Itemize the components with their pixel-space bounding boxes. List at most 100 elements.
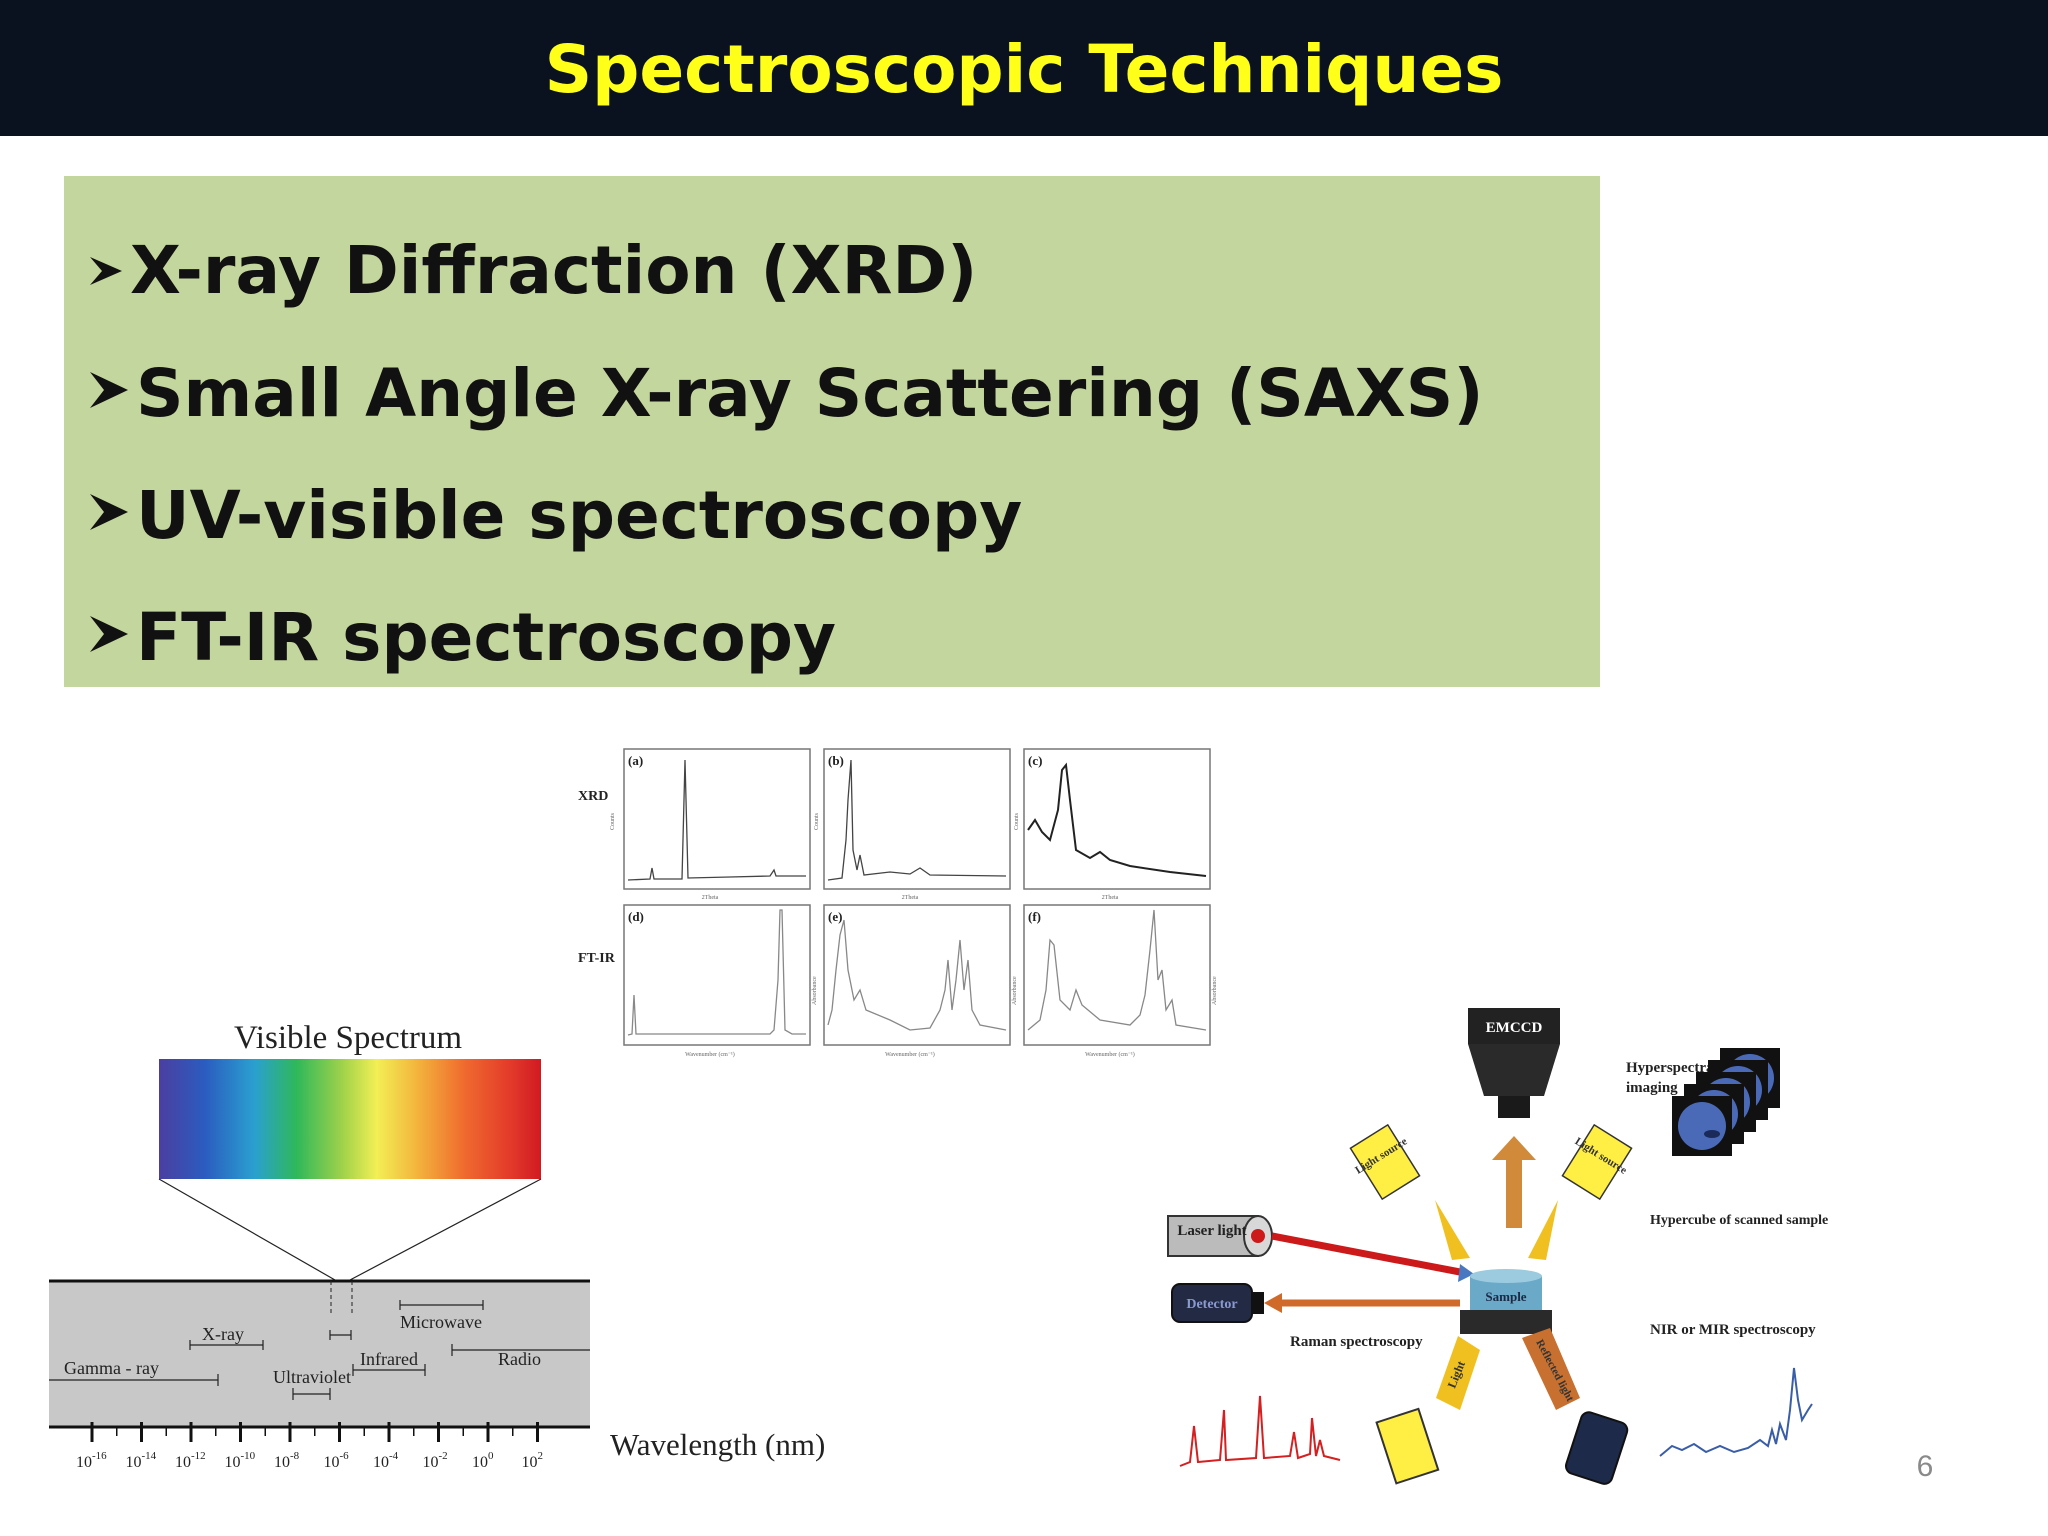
laser-icon: Laser light [1167, 1215, 1273, 1257]
light-cone-right [1528, 1200, 1558, 1260]
tick-label: 10-10 [225, 1450, 256, 1471]
slide-title: Spectroscopic Techniques [544, 31, 1504, 108]
tick-label: 10-2 [423, 1450, 448, 1471]
tick-label: 10-8 [274, 1450, 300, 1471]
nir-mir-label: NIR or MIR spectroscopy [1650, 1322, 1816, 1338]
bullet-label: Small Angle X-ray Scattering (SAXS) [136, 355, 1484, 432]
tick-label: 10-4 [373, 1450, 399, 1471]
panel-b-frame [823, 748, 1011, 890]
raman-spectrum-trace [1179, 1395, 1341, 1467]
range-bar-ultraviolet [292, 1388, 331, 1400]
xrd-y-label: Counts [1014, 812, 1020, 830]
nir-spectrum-trace [1659, 1367, 1813, 1457]
bullet-label: UV-visible spectroscopy [136, 477, 1023, 554]
xrd-trace-c [1027, 762, 1207, 877]
ftir-y-label: Absorbance [1212, 976, 1218, 1005]
raman-label: Raman spectroscopy [1290, 1334, 1423, 1350]
xrd-trace-a [627, 759, 806, 881]
xrd-y-label: Counts [610, 812, 616, 830]
bullet-box [64, 176, 1600, 687]
zoom-line-right [349, 1178, 542, 1281]
xrd-x-label: 2Theta [702, 895, 719, 901]
xrd-x-label: 2Theta [1102, 895, 1119, 901]
range-bar-visible [329, 1330, 352, 1340]
bullet-item-uvvis: UV-visible spectroscopy [88, 477, 1022, 554]
ftir-trace-e [827, 919, 1007, 1031]
xrd-y-label: Counts [814, 812, 820, 830]
ftir-x-label: Wavenumber (cm⁻¹) [685, 1051, 735, 1058]
light-cone-left [1435, 1200, 1470, 1260]
xrd-x-label: 2Theta [902, 895, 919, 901]
arrow-bullet-icon [88, 232, 124, 309]
reflected-light-beam [1522, 1328, 1580, 1410]
scattered-arrowhead [1264, 1293, 1282, 1313]
laser-beam [1271, 1232, 1461, 1276]
ftir-trace-d [627, 909, 806, 1036]
tick-label: 10-6 [324, 1450, 350, 1471]
row-label-ftir: FT-IR [578, 951, 616, 966]
bullet-item-ftir: FT-IR spectroscopy [88, 599, 836, 676]
detector-icon: Detector [1171, 1283, 1264, 1323]
tick-label: 102 [522, 1450, 544, 1471]
bullet-label: X-ray Diffraction (XRD) [130, 232, 978, 309]
electromagnetic-spectrum-figure: Visible Spectrum Gamma - ray X-ray Ultra… [49, 1020, 825, 1471]
bullet-item-saxs: Small Angle X-ray Scattering (SAXS) [88, 355, 1484, 432]
visible-spectrum-gradient [159, 1059, 541, 1179]
laser-label: Laser light [1177, 1223, 1246, 1239]
xrd-trace-b [827, 759, 1007, 881]
tick-label: 10-12 [175, 1450, 206, 1471]
panel-label-f: (f) [1028, 909, 1041, 924]
panel-label-e: (e) [828, 909, 842, 924]
ftir-y-label: Absorbance [1012, 976, 1018, 1005]
upward-arrow [1492, 1136, 1536, 1228]
range-bar-infrared [352, 1364, 426, 1376]
row-label-xrd: XRD [578, 789, 608, 804]
arrow-bullet-icon [88, 477, 130, 554]
light-source-icon: Light source [1561, 1123, 1633, 1201]
panel-f-frame [1023, 904, 1211, 1046]
em-spectrum-band [49, 1281, 590, 1427]
ftir-y-label: Absorbance [812, 976, 818, 1005]
bottom-light-source-icon [1375, 1407, 1440, 1485]
bottom-light-beam [1436, 1336, 1480, 1410]
panel-c-frame [1023, 748, 1211, 890]
range-bar-gamma [49, 1374, 219, 1386]
band-label-microwave: Microwave [400, 1312, 482, 1332]
sample-label: Sample [1485, 1289, 1526, 1304]
bullet-item-xrd: X-ray Diffraction (XRD) [88, 232, 977, 309]
zoom-line-left [158, 1178, 336, 1281]
panel-label-b: (b) [828, 753, 844, 768]
band-label-radio: Radio [498, 1349, 541, 1369]
panel-label-a: (a) [628, 753, 643, 768]
arrow-bullet-icon [88, 599, 130, 676]
light-source-icon: Light source [1349, 1123, 1421, 1201]
hypercube-icon [1672, 1048, 1780, 1156]
page-number: 6 [1916, 1450, 1934, 1483]
panel-a-frame [623, 748, 811, 890]
panel-label-d: (d) [628, 909, 644, 924]
band-label-xray: X-ray [202, 1324, 244, 1344]
wavelength-axis-label: Wavelength (nm) [610, 1427, 825, 1462]
visible-spectrum-title: Visible Spectrum [234, 1020, 462, 1056]
band-label-gamma: Gamma - ray [64, 1358, 159, 1378]
title-bar [0, 0, 2048, 136]
range-bar-radio [451, 1344, 590, 1356]
bullet-label: FT-IR spectroscopy [136, 599, 837, 676]
nir-detector-icon [1564, 1411, 1629, 1485]
tick-label: 10-14 [126, 1450, 157, 1471]
ftir-x-label: Wavenumber (cm⁻¹) [1085, 1051, 1135, 1058]
xrd-ftir-figure: XRD FT-IR (a) (b) (c) (d) (e) (f) 2Theta… [578, 748, 1218, 1058]
band-label-infrared: Infrared [360, 1349, 418, 1369]
hypercube-label: Hypercube of scanned sample [1650, 1213, 1828, 1228]
detector-label: Detector [1186, 1297, 1237, 1312]
arrow-bullet-icon [88, 355, 130, 432]
band-label-ultraviolet: Ultraviolet [273, 1367, 351, 1387]
tick-label: 100 [472, 1450, 494, 1471]
sample-icon: Sample [1460, 1269, 1552, 1334]
camera-icon: EMCCD [1468, 1008, 1560, 1118]
ftir-trace-f [1027, 909, 1207, 1031]
ftir-x-label: Wavenumber (cm⁻¹) [885, 1051, 935, 1058]
range-bar-xray [189, 1340, 264, 1350]
